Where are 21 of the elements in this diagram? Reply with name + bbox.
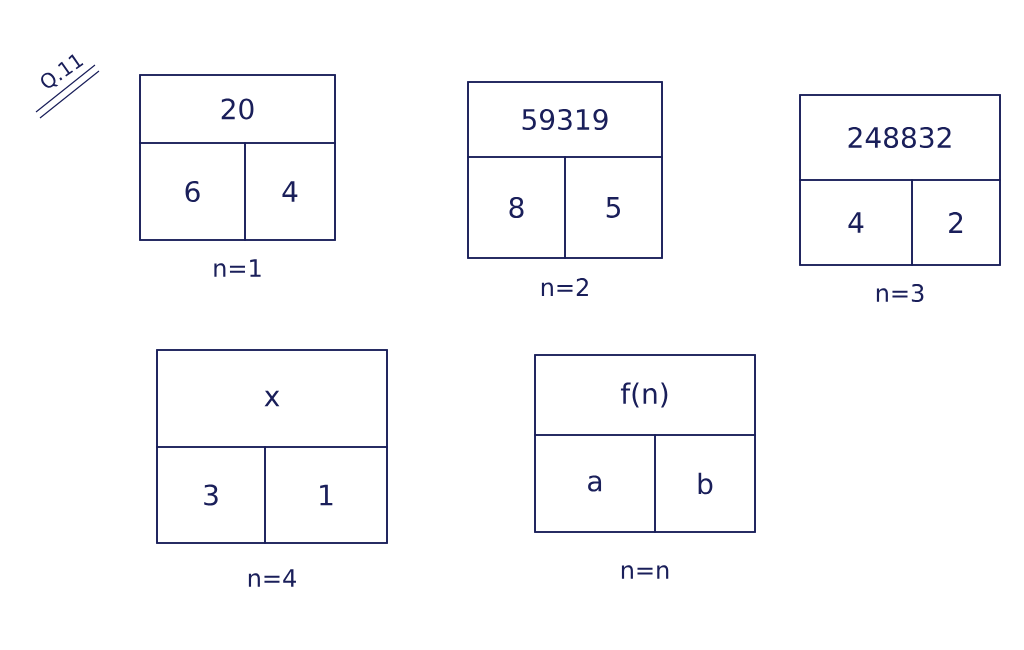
bottom-cell: a	[534, 434, 656, 533]
title: Q.11	[41, 54, 84, 88]
node-label: n=4	[248, 569, 296, 587]
bottom-cell: 2	[911, 179, 1001, 266]
bottom-cell: b	[654, 434, 756, 533]
node-label: n=n	[621, 565, 669, 579]
bottom-cell: 8	[467, 156, 566, 259]
node-label: n=2	[541, 278, 588, 296]
top-cell: x	[156, 349, 388, 448]
bottom-cell: 5	[564, 156, 663, 259]
top-cell: 20	[139, 74, 336, 144]
top-cell: 59319	[467, 81, 663, 158]
bottom-cell: 4	[799, 179, 913, 266]
top-cell: 248832	[799, 94, 1001, 181]
node-label: n=1	[214, 259, 261, 277]
bottom-cell: 4	[244, 142, 336, 241]
bottom-cell: 3	[156, 446, 266, 544]
bottom-cell: 1	[264, 446, 388, 544]
top-cell: f(n)	[534, 354, 756, 436]
bottom-cell: 6	[139, 142, 246, 241]
node-label: n=3	[876, 283, 924, 303]
